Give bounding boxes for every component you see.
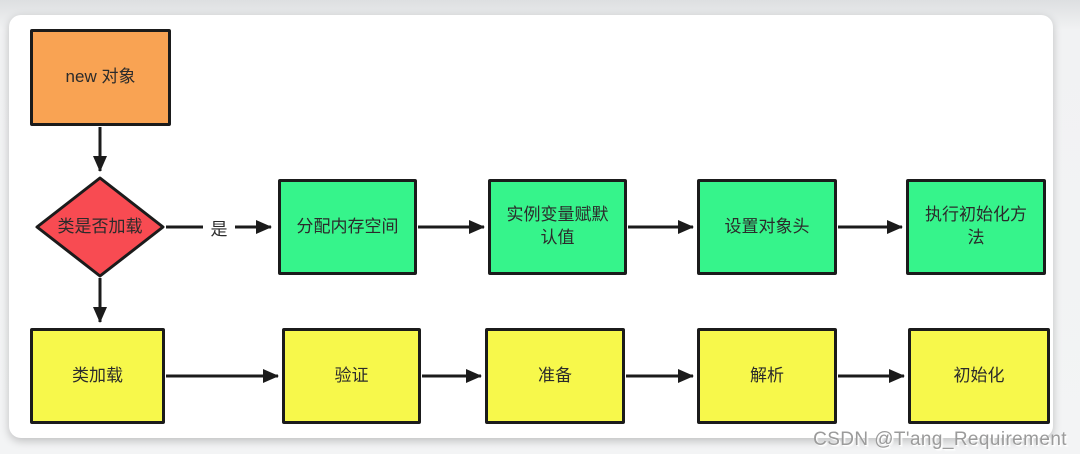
node-default-instance-values: 实例变量赋默 认值	[488, 179, 627, 275]
node-class-loading-label: 类加载	[72, 365, 123, 385]
edge-label-yes: 是	[203, 211, 235, 243]
node-new-object: new 对象	[30, 29, 171, 126]
csdn-watermark: CSDN @T'ang_Requirement	[813, 429, 1067, 450]
node-set-object-header-label: 设置对象头	[724, 216, 810, 236]
node-resolve-label: 解析	[750, 365, 784, 385]
node-allocate-memory-label: 分配内存空间	[296, 216, 399, 236]
node-allocate-memory: 分配内存空间	[278, 179, 417, 275]
node-default-instance-values-label: 实例变量赋默 认值	[506, 205, 609, 247]
node-run-init-method: 执行初始化方 法	[906, 179, 1046, 275]
node-class-loaded-decision: 类是否加载	[37, 177, 163, 277]
node-set-object-header: 设置对象头	[697, 179, 837, 275]
node-initialize: 初始化	[908, 328, 1050, 424]
node-verify: 验证	[282, 328, 421, 424]
node-initialize-label: 初始化	[953, 365, 1005, 385]
node-class-loading: 类加载	[30, 328, 165, 424]
node-resolve: 解析	[697, 328, 837, 424]
decision-label: 类是否加载	[57, 216, 143, 236]
node-verify-label: 验证	[334, 365, 369, 385]
node-run-init-method-label: 执行初始化方 法	[925, 205, 1027, 247]
node-prepare: 准备	[485, 328, 625, 424]
node-new-object-label: new 对象	[65, 67, 136, 87]
node-prepare-label: 准备	[538, 365, 572, 385]
